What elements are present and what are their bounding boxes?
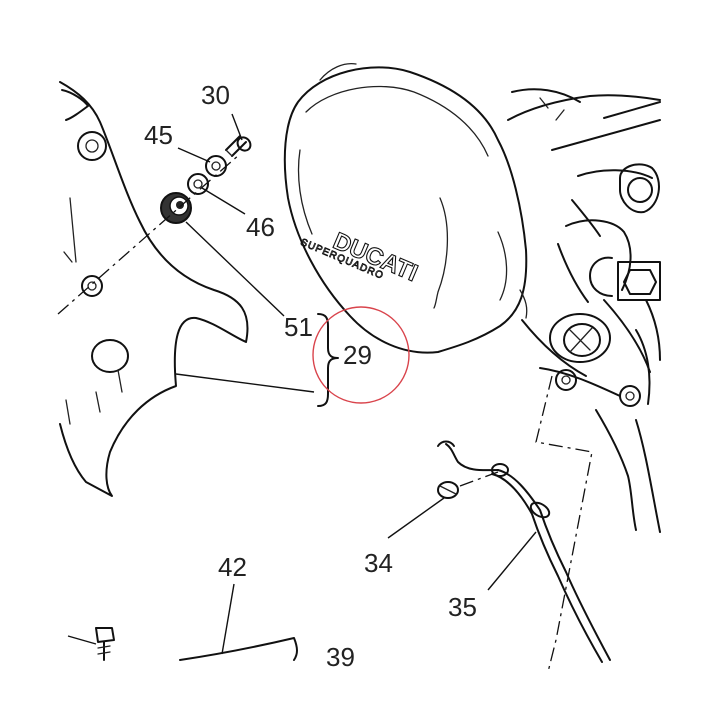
guide-lines <box>535 375 593 673</box>
assembly-axis <box>57 153 241 315</box>
sensor-bore <box>549 313 611 363</box>
fastener-stack <box>57 135 252 315</box>
bottom-bolt <box>95 627 115 661</box>
bottom-bracket-42 <box>179 637 298 661</box>
engine-bolt-upper <box>555 369 577 391</box>
callout-30: 30 <box>201 80 230 110</box>
highlight-circle <box>312 306 410 404</box>
engine-bolt-lower <box>619 385 641 407</box>
washer-46 <box>187 173 209 195</box>
clip-34 <box>437 471 499 499</box>
washer-45 <box>205 155 227 177</box>
callout-29: 29 <box>343 340 372 370</box>
panel-stud <box>81 275 103 297</box>
clutch-cover: DUCATI SUPERQUADRO <box>283 62 528 354</box>
leader-lines <box>67 113 537 655</box>
screw-30 <box>225 135 252 157</box>
callout-45: 45 <box>144 120 173 150</box>
engine-case <box>507 88 661 533</box>
callout-42: 42 <box>218 552 247 582</box>
callout-34: 34 <box>364 548 393 578</box>
callout-46: 46 <box>246 212 275 242</box>
callout-39: 39 <box>326 642 355 672</box>
cover-logo: DUCATI SUPERQUADRO <box>298 227 422 288</box>
fairing-panel <box>59 81 249 497</box>
cable-35 <box>437 440 611 663</box>
callout-35: 35 <box>448 592 477 622</box>
grommet-51 <box>160 192 192 224</box>
callout-51: 51 <box>284 312 313 342</box>
